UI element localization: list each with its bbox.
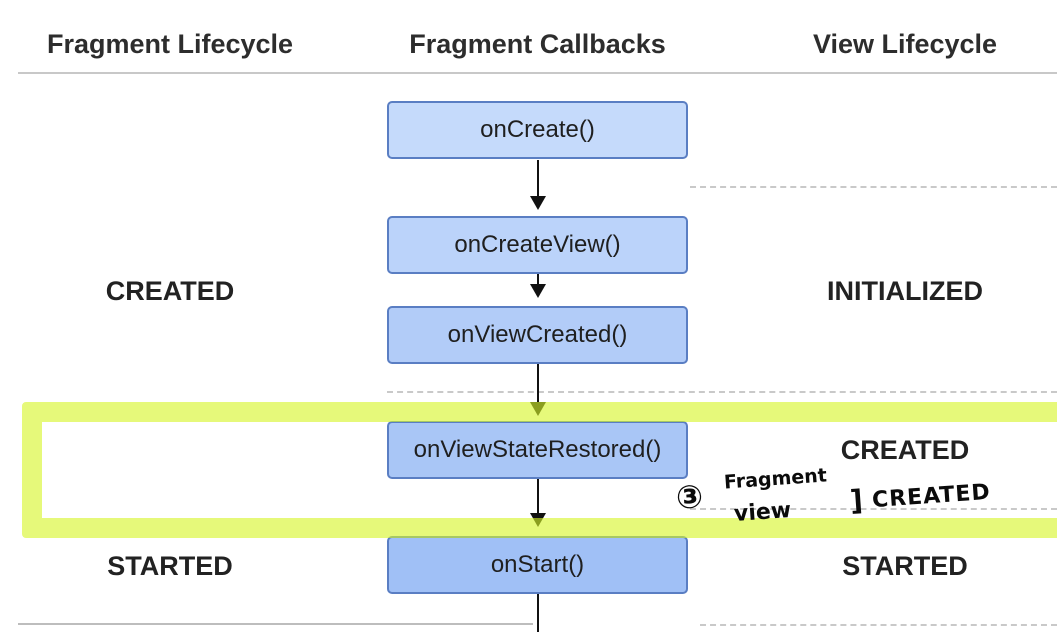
annotation-bracket: ]	[848, 483, 864, 518]
callback-on-view-state-restored: onViewStateRestored()	[387, 421, 688, 479]
connector-2	[537, 274, 539, 284]
view-state-initialized: INITIALIZED	[827, 276, 983, 306]
header-fragment-lifecycle: Fragment Lifecycle	[46, 29, 294, 59]
callback-label: onStart()	[490, 551, 585, 578]
arrow-down-icon	[530, 196, 546, 210]
view-state-started: STARTED	[842, 551, 968, 581]
fragment-state-started: STARTED	[107, 551, 233, 581]
annotation-number: ③	[674, 477, 705, 517]
connector-5	[537, 594, 539, 632]
fragment-state-created: CREATED	[105, 276, 235, 306]
fragment-divider-bottom	[18, 623, 533, 625]
callback-on-start: onStart()	[387, 536, 688, 594]
connector-4	[537, 479, 539, 513]
connector-3	[537, 364, 539, 402]
callback-label: onViewCreated()	[447, 321, 628, 348]
callback-on-create-view: onCreateView()	[387, 216, 688, 274]
callback-on-create: onCreate()	[387, 101, 688, 159]
highlight-marker	[22, 402, 1057, 538]
callback-label: onCreate()	[480, 116, 595, 143]
connector-1	[537, 160, 539, 196]
arrow-down-icon	[530, 284, 546, 298]
header-divider	[18, 72, 1057, 74]
divider-2	[387, 391, 1057, 393]
divider-3	[690, 508, 1057, 510]
annotation-view: view	[733, 498, 792, 527]
view-divider-1	[690, 186, 1057, 188]
view-state-created: CREATED	[840, 435, 970, 465]
callback-label: onViewStateRestored()	[413, 436, 662, 463]
callback-label: onCreateView()	[454, 231, 621, 258]
header-view-lifecycle: View Lifecycle	[812, 29, 998, 59]
view-divider-bottom	[700, 624, 1057, 626]
header-fragment-callbacks: Fragment Callbacks	[409, 29, 666, 59]
callback-on-view-created: onViewCreated()	[387, 306, 688, 364]
